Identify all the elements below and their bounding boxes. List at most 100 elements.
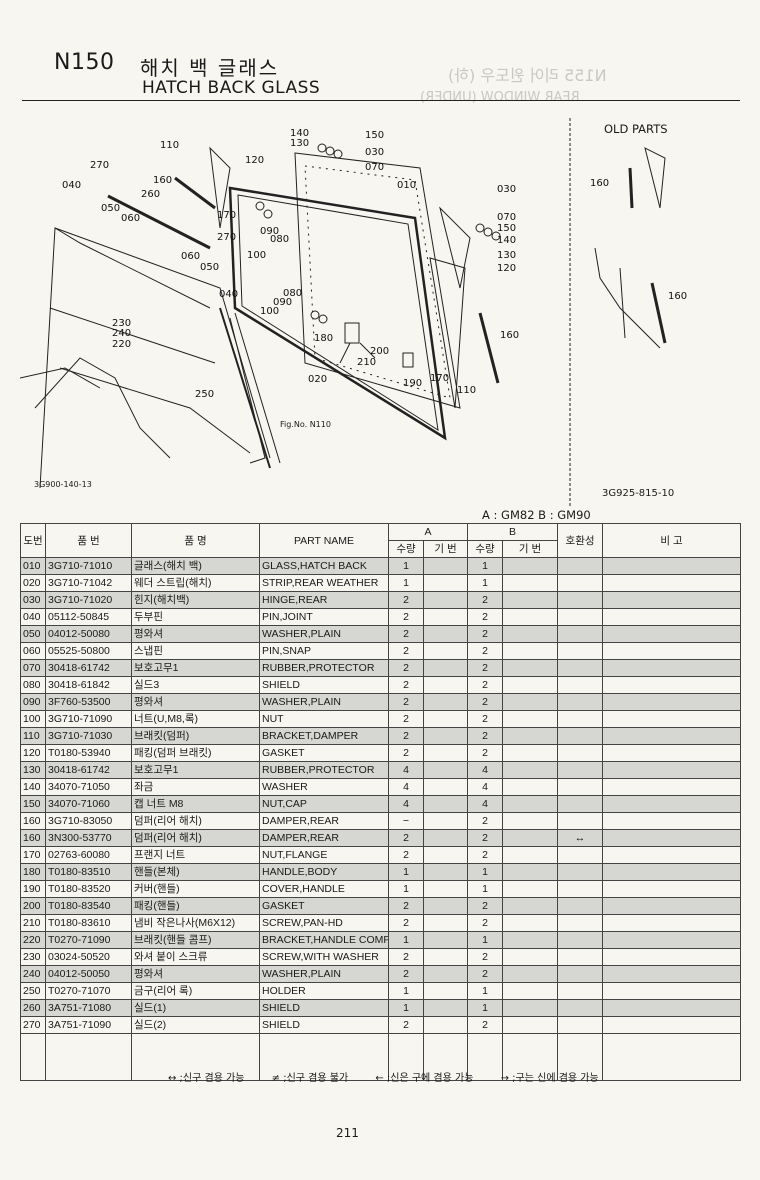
cell-name-en: HINGE,REAR bbox=[259, 591, 389, 609]
col-group-a: A bbox=[387, 523, 469, 541]
cell-serial-b bbox=[502, 676, 559, 694]
cell-qty-b: 2 bbox=[467, 710, 504, 728]
cell-part-no: 3A751-71090 bbox=[45, 1016, 132, 1034]
cell-compat bbox=[557, 727, 604, 745]
page-number: 211 bbox=[336, 1126, 359, 1140]
col-part-no: 품 번 bbox=[45, 523, 132, 558]
cell-qty-b: 2 bbox=[467, 676, 504, 694]
cell-no: 040 bbox=[20, 608, 46, 626]
cell-qty-a: 1 bbox=[388, 557, 424, 575]
cell-serial-a bbox=[422, 829, 469, 847]
svg-text:140: 140 bbox=[497, 235, 516, 246]
cell-qty-b: 2 bbox=[467, 608, 504, 626]
cell-remark bbox=[602, 914, 742, 932]
cell-serial-a bbox=[422, 914, 469, 932]
cell-serial-b bbox=[502, 642, 559, 660]
cell-serial-b bbox=[502, 659, 559, 677]
cell-name-en: WASHER,PLAIN bbox=[259, 625, 389, 643]
svg-text:080: 080 bbox=[283, 288, 302, 299]
svg-text:150: 150 bbox=[497, 223, 516, 234]
cell-name-ko: 캡 너트 M8 bbox=[131, 795, 260, 813]
cell-compat bbox=[557, 693, 604, 711]
cell-part-no: 3A751-71080 bbox=[45, 999, 132, 1017]
cell-remark bbox=[602, 710, 742, 728]
cell-serial-b bbox=[502, 1016, 559, 1034]
cell-serial-b bbox=[502, 999, 559, 1017]
svg-text:180: 180 bbox=[314, 333, 333, 344]
cell-compat bbox=[557, 574, 604, 592]
cell-qty-b: 2 bbox=[467, 659, 504, 677]
cell-name-en: WASHER,PLAIN bbox=[259, 693, 389, 711]
cell-serial-a bbox=[422, 965, 469, 983]
cell-qty-a: 2 bbox=[388, 948, 424, 966]
cell-no: 060 bbox=[20, 642, 46, 660]
cell-part-no: T0180-83520 bbox=[45, 880, 132, 898]
cell-qty-a: 2 bbox=[388, 693, 424, 711]
cell-part-no: 3G710-71090 bbox=[45, 710, 132, 728]
cell-name-ko: 실드(1) bbox=[131, 999, 260, 1017]
cell-no: 160 bbox=[20, 812, 46, 830]
handle-assembly bbox=[339, 322, 414, 368]
cell-name-en: RUBBER,PROTECTOR bbox=[259, 659, 389, 677]
cell-serial-b bbox=[502, 948, 559, 966]
cell-name-ko: 덤퍼(리어 해치) bbox=[131, 829, 260, 847]
cell-part-no: 3G710-83050 bbox=[45, 812, 132, 830]
cell-serial-b bbox=[502, 608, 559, 626]
cell-no: 030 bbox=[20, 591, 46, 609]
cell-remark bbox=[602, 761, 742, 779]
col-serial-b: 기 번 bbox=[502, 540, 559, 558]
cell-no: 220 bbox=[20, 931, 46, 949]
cell-compat bbox=[557, 863, 604, 881]
compat-legend: ↔ ;신구 겸용 가능 ≠ ;신구 겸용 불가 ← ;신은 구에 겸용 가능 →… bbox=[168, 1069, 623, 1084]
right-hinge bbox=[439, 206, 471, 289]
cell-serial-b bbox=[502, 574, 559, 592]
cell-no: 100 bbox=[20, 710, 46, 728]
cell-serial-b bbox=[502, 982, 559, 1000]
cell-no: 140 bbox=[20, 778, 46, 796]
cell-serial-b bbox=[502, 812, 559, 830]
col-serial-a: 기 번 bbox=[422, 540, 469, 558]
cell-no: 010 bbox=[20, 557, 46, 575]
empty-cell bbox=[259, 1033, 389, 1081]
svg-text:060: 060 bbox=[181, 251, 200, 262]
cell-serial-b bbox=[502, 931, 559, 949]
cell-qty-b: 4 bbox=[467, 795, 504, 813]
cell-remark bbox=[602, 744, 742, 762]
cell-qty-a: 2 bbox=[388, 727, 424, 745]
col-name-en: PART NAME bbox=[259, 523, 389, 558]
table-row-blank bbox=[20, 1033, 742, 1081]
cell-no: 150 bbox=[20, 795, 46, 813]
upper-hinge-fasteners bbox=[255, 143, 501, 324]
svg-text:130: 130 bbox=[497, 250, 516, 261]
cell-no: 090 bbox=[20, 693, 46, 711]
cell-name-en: PIN,SNAP bbox=[259, 642, 389, 660]
cell-remark bbox=[602, 897, 742, 915]
svg-text:040: 040 bbox=[219, 289, 238, 300]
cell-qty-a: 2 bbox=[388, 608, 424, 626]
svg-text:190: 190 bbox=[403, 378, 422, 389]
cell-name-en: WASHER,PLAIN bbox=[259, 965, 389, 983]
cell-part-no: T0270-71070 bbox=[45, 982, 132, 1000]
cell-name-ko: 스냅핀 bbox=[131, 642, 260, 660]
svg-text:100: 100 bbox=[260, 306, 279, 317]
cell-name-en: BRACKET,HANDLE COMP bbox=[259, 931, 389, 949]
old-damper-upper bbox=[628, 147, 666, 209]
cell-no: 170 bbox=[20, 846, 46, 864]
svg-text:130: 130 bbox=[290, 138, 309, 149]
cell-name-ko: 커버(핸들) bbox=[131, 880, 260, 898]
cell-remark bbox=[602, 982, 742, 1000]
cell-qty-a: 2 bbox=[388, 897, 424, 915]
cell-compat bbox=[557, 778, 604, 796]
svg-text:110: 110 bbox=[457, 385, 476, 396]
exploded-parts-diagram: 110 270 040 050 060 260 160 120 170 270 … bbox=[20, 118, 687, 508]
empty-cell bbox=[45, 1033, 132, 1081]
cell-qty-a: 2 bbox=[388, 846, 424, 864]
cell-name-en: DAMPER,REAR bbox=[259, 829, 389, 847]
cell-compat bbox=[557, 642, 604, 660]
svg-text:030: 030 bbox=[497, 184, 516, 195]
cell-compat bbox=[557, 557, 604, 575]
cell-compat bbox=[557, 812, 604, 830]
cell-no: 230 bbox=[20, 948, 46, 966]
